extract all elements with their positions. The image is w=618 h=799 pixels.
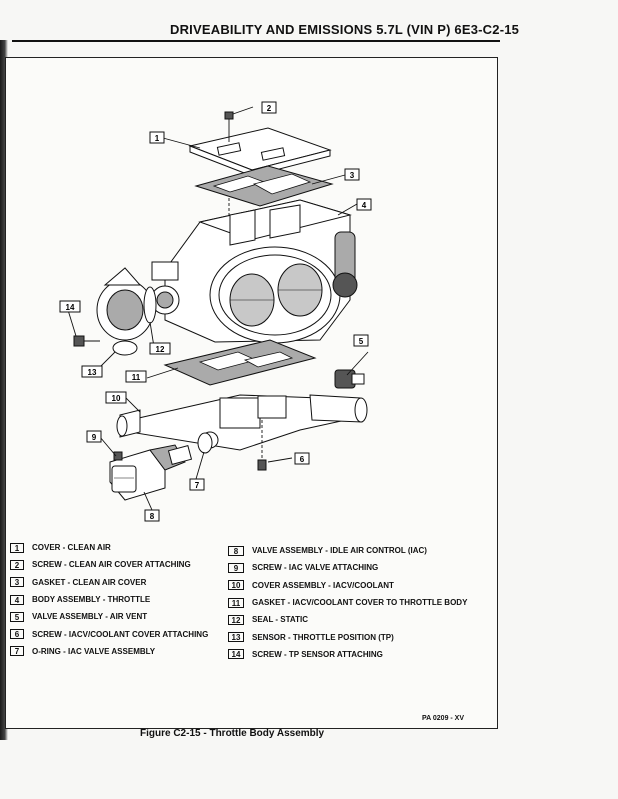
tp-sensor-screw-part — [73, 335, 100, 347]
iacv-coolant-gasket-part — [163, 339, 317, 386]
header-rule — [12, 40, 500, 42]
svg-text:5: 5 — [359, 337, 364, 346]
callout-12: 12 — [149, 342, 171, 355]
callout-13: 13 — [81, 365, 103, 378]
air-vent-valve-part — [334, 369, 365, 389]
svg-text:6: 6 — [300, 455, 305, 464]
page-header: DRIVEABILITY AND EMISSIONS 5.7L (VIN P) … — [170, 22, 520, 37]
callout-14: 14 — [59, 300, 81, 313]
iac-valve-part — [109, 444, 193, 501]
callout-5: 5 — [353, 334, 369, 347]
svg-text:1: 1 — [155, 134, 160, 143]
svg-text:13: 13 — [88, 368, 97, 377]
svg-text:12: 12 — [156, 345, 165, 354]
callout-7: 7 — [189, 478, 205, 491]
svg-text:3: 3 — [350, 171, 355, 180]
svg-text:7: 7 — [195, 481, 200, 490]
svg-text:14: 14 — [66, 303, 75, 312]
callout-11: 11 — [125, 370, 147, 383]
callout-1: 1 — [149, 131, 165, 144]
drawing-stamp: PA 0209 - XV — [422, 715, 465, 722]
svg-text:11: 11 — [132, 373, 141, 382]
callout-4: 4 — [356, 198, 372, 211]
svg-text:10: 10 — [112, 394, 121, 403]
figure-caption: Figure C2-15 - Throttle Body Assembly — [140, 728, 325, 739]
svg-text:9: 9 — [92, 433, 97, 442]
svg-text:4: 4 — [362, 201, 367, 210]
callout-2: 2 — [261, 101, 277, 114]
callout-9: 9 — [86, 430, 102, 443]
callout-8: 8 — [144, 509, 160, 522]
callout-10: 10 — [105, 391, 127, 404]
svg-text:8: 8 — [150, 512, 155, 521]
binding-edge — [0, 40, 8, 740]
iac-o-ring-part — [197, 432, 213, 454]
static-seal-part — [143, 286, 157, 324]
throttle-body-part — [150, 199, 358, 344]
iacv-cover-screw-part — [257, 420, 267, 471]
callout-3: 3 — [344, 168, 360, 181]
iacv-coolant-cover-part — [116, 394, 368, 451]
svg-text:2: 2 — [267, 104, 272, 113]
callout-6: 6 — [294, 452, 310, 465]
iac-valve-screw-part — [113, 451, 123, 461]
tp-sensor-part — [96, 267, 154, 356]
clean-air-cover-gasket-part — [194, 165, 334, 207]
